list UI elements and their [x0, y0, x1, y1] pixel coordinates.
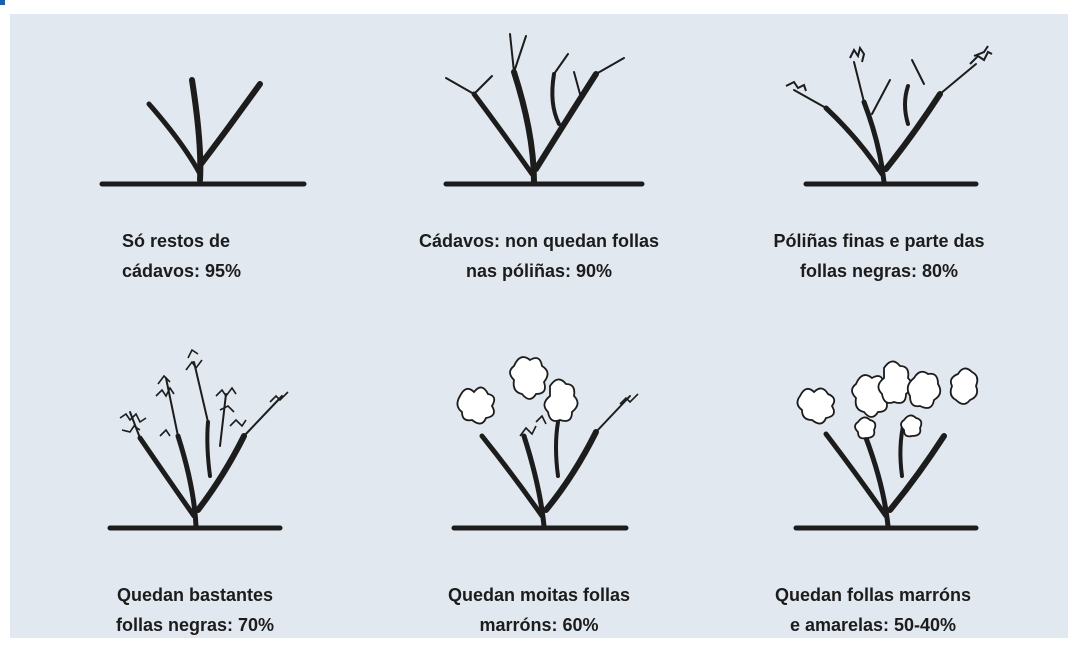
stage-95-line2: cádavos: 95% [122, 261, 242, 281]
stage-70-cell: Quedan bastantes follas negras: 70% [30, 326, 360, 638]
stage-70-line2: follas negras: 70% [115, 615, 275, 635]
bush-twigs-icon [443, 33, 645, 187]
corner-marker [0, 0, 5, 5]
stage-80-cell: Póliñas finas e parte das follas negras:… [714, 14, 1044, 326]
diagram-panel: Só restos de cádavos: 95% Cádavos: non [10, 14, 1068, 638]
stage-50-40-cell: Quedan follas marróns e amarelas: 50-40% [708, 326, 1038, 638]
stage-50-40-line2: e amarelas: 50-40% [789, 615, 957, 635]
stage-90-line2: nas póliñas: 90% [465, 261, 613, 281]
stage-95-cell: Só restos de cádavos: 95% [34, 14, 364, 326]
bush-brown-leaves-icon [451, 356, 639, 531]
bush-yellow-leaves-icon [793, 360, 979, 531]
stage-60-cell: Quedan moitas follas marróns: 60% [374, 326, 704, 638]
stage-80-line1: Póliñas finas e parte das [773, 231, 985, 251]
bush-many-black-leaves-icon [107, 348, 289, 531]
bush-bare-icon [99, 77, 307, 187]
stage-90-line1: Cádavos: non quedan follas [418, 231, 660, 251]
stage-90-cell: Cádavos: non quedan follas nas póliñas: … [374, 14, 704, 326]
stage-70-line1: Quedan bastantes [116, 585, 274, 605]
stage-50-40-line1: Quedan follas marróns [774, 585, 972, 605]
bush-black-leaves-icon [785, 45, 993, 187]
stage-60-line1: Quedan moitas follas [447, 585, 631, 605]
stage-95-line1: Só restos de [122, 231, 231, 251]
stage-80-line2: follas negras: 80% [799, 261, 959, 281]
stage-60-line2: marróns: 60% [479, 615, 599, 635]
